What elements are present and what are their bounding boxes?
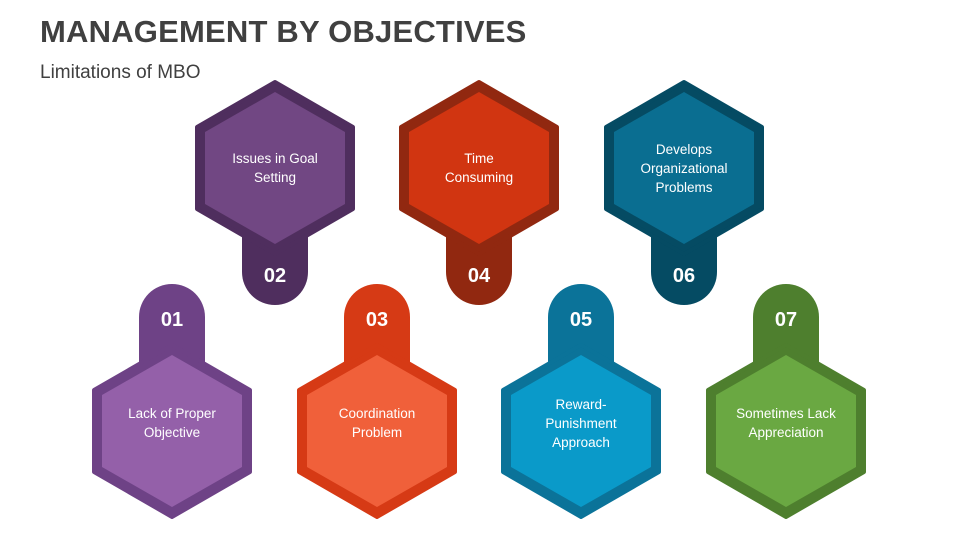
limitation-item-03: 03 Coordination Problem [297, 284, 457, 527]
item-number: 02 [263, 265, 287, 287]
item-text: Reward-Punishment Approach [545, 396, 617, 450]
limitation-item-06: Develops Organizational Problems 06 [604, 80, 764, 320]
hexagon-shape [297, 284, 457, 519]
limitation-item-05: 05 Reward-Punishment Approach [501, 284, 661, 527]
item-number: 05 [569, 309, 593, 331]
item-text: Develops Organizational Problems [640, 141, 728, 195]
item-number: 04 [467, 265, 491, 287]
page-title: MANAGEMENT BY OBJECTIVES [40, 14, 527, 49]
hexagon-shape [604, 80, 764, 305]
item-number: 06 [672, 265, 696, 287]
item-number: 03 [365, 309, 389, 331]
item-text: Time Consuming [444, 151, 514, 185]
item-number: 01 [160, 309, 184, 331]
item-text: Coordination Problem [338, 406, 416, 440]
hexagon-shape [92, 284, 252, 519]
limitation-item-01: 01 Lack of Proper Objective [92, 284, 252, 527]
hexagon-shape [399, 80, 559, 305]
item-text: Sometimes Lack Appreciation [736, 406, 836, 440]
hexagon-shape [195, 80, 355, 305]
hexagon-shape [501, 284, 661, 519]
limitation-item-07: 07 Sometimes Lack Appreciation [706, 284, 866, 527]
limitation-item-04: Time Consuming 04 [399, 80, 559, 320]
item-number: 07 [774, 309, 798, 331]
hexagon-shape [706, 284, 866, 519]
item-text: Lack of Proper Objective [128, 406, 216, 440]
item-text: Issues in Goal Setting [232, 151, 318, 185]
limitation-item-02: Issues in Goal Setting 02 [195, 80, 355, 320]
page-subtitle: Limitations of MBO [40, 62, 201, 83]
